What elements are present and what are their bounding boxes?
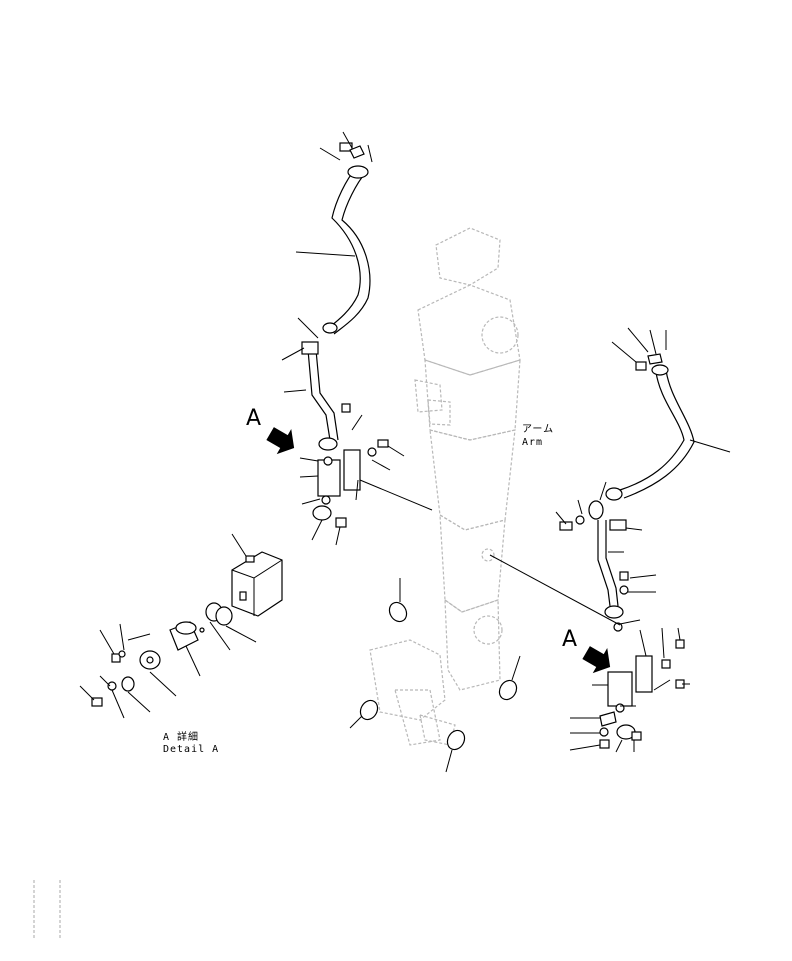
right-small-nut-b xyxy=(631,731,642,741)
left-bolt-b xyxy=(377,439,389,448)
right-bracket xyxy=(635,655,653,693)
detail-ring xyxy=(121,676,135,692)
left-upper-hose xyxy=(325,167,361,331)
right-tube-outer xyxy=(605,520,619,607)
left-bracket xyxy=(343,449,361,491)
right-o-ring-mid xyxy=(619,585,629,595)
detail-valve-block xyxy=(231,551,283,617)
detail-adapter-top xyxy=(175,621,197,635)
arm-o-rings xyxy=(349,578,521,773)
detail-a-label-en: Detail A xyxy=(163,744,219,755)
left-tube xyxy=(307,349,331,441)
detail-pin xyxy=(199,627,205,633)
right-elbow xyxy=(588,500,604,520)
right-small-nut xyxy=(599,739,610,749)
left-leader-lines xyxy=(281,131,433,546)
left-upper-hose-outer xyxy=(333,171,371,335)
left-washer xyxy=(367,447,377,457)
detail-washer xyxy=(107,681,117,691)
detail-washer-b xyxy=(118,650,126,658)
arm-label-jp: アーム xyxy=(522,423,554,435)
left-top-clip xyxy=(349,145,365,159)
left-bolt-a xyxy=(341,403,351,413)
detail-block-port-b xyxy=(239,591,247,601)
view-direction-arrow-icon xyxy=(582,646,611,674)
left-o-ring xyxy=(321,495,331,505)
detail-flange-hole xyxy=(146,656,154,664)
detail-a-assembly xyxy=(91,551,283,707)
view-direction-arrow-icon xyxy=(266,427,295,455)
view-a-label-left: A xyxy=(246,406,261,431)
right-tube-clamp xyxy=(609,519,627,531)
right-top-clip xyxy=(647,353,663,365)
margin-marks xyxy=(33,880,61,940)
arm-ghost-outline xyxy=(369,227,521,746)
right-leader-lines xyxy=(489,327,731,753)
left-plug xyxy=(312,505,332,521)
left-hose-assembly xyxy=(301,142,389,528)
right-plug-a xyxy=(599,711,617,727)
o-ring-b xyxy=(498,679,518,701)
right-hose xyxy=(619,371,685,491)
right-hose-assembly xyxy=(559,353,695,749)
right-tube-flange xyxy=(604,605,624,619)
right-hose-lower-fitting xyxy=(605,487,623,501)
right-bolt-mid xyxy=(619,571,629,581)
right-top-bolt xyxy=(635,361,647,371)
right-o-ring xyxy=(599,727,609,737)
detail-block-port xyxy=(245,555,255,563)
left-hose-top-fitting xyxy=(347,165,369,179)
view-a-label-right: A xyxy=(562,627,577,652)
right-hose-top-fitting xyxy=(651,364,669,376)
right-hose-outer xyxy=(623,369,695,499)
o-ring-c xyxy=(359,699,379,721)
o-ring-a xyxy=(388,601,408,623)
right-washer xyxy=(575,515,585,525)
left-tube-clamp xyxy=(301,341,319,355)
right-bolt-a xyxy=(661,659,671,669)
left-seal xyxy=(323,456,333,466)
left-tube-flange xyxy=(318,437,338,451)
o-ring-d xyxy=(446,729,466,751)
right-bolt-left xyxy=(559,521,573,531)
detail-bolt-a xyxy=(111,653,121,663)
left-tube-outer xyxy=(315,349,339,441)
detail-a-label-jp: A 詳細 xyxy=(163,730,199,743)
arm-label-en: Arm xyxy=(522,437,543,448)
left-hose-lower-fitting xyxy=(322,322,338,334)
detail-leader-lines xyxy=(79,533,257,719)
right-seal xyxy=(615,703,625,713)
left-small-nut xyxy=(335,517,347,528)
right-bolt-b xyxy=(675,639,685,649)
right-valve-block xyxy=(607,671,633,707)
detail-bolt-b xyxy=(91,697,103,707)
detail-o-ring-b xyxy=(215,606,233,626)
right-tube xyxy=(597,520,611,607)
